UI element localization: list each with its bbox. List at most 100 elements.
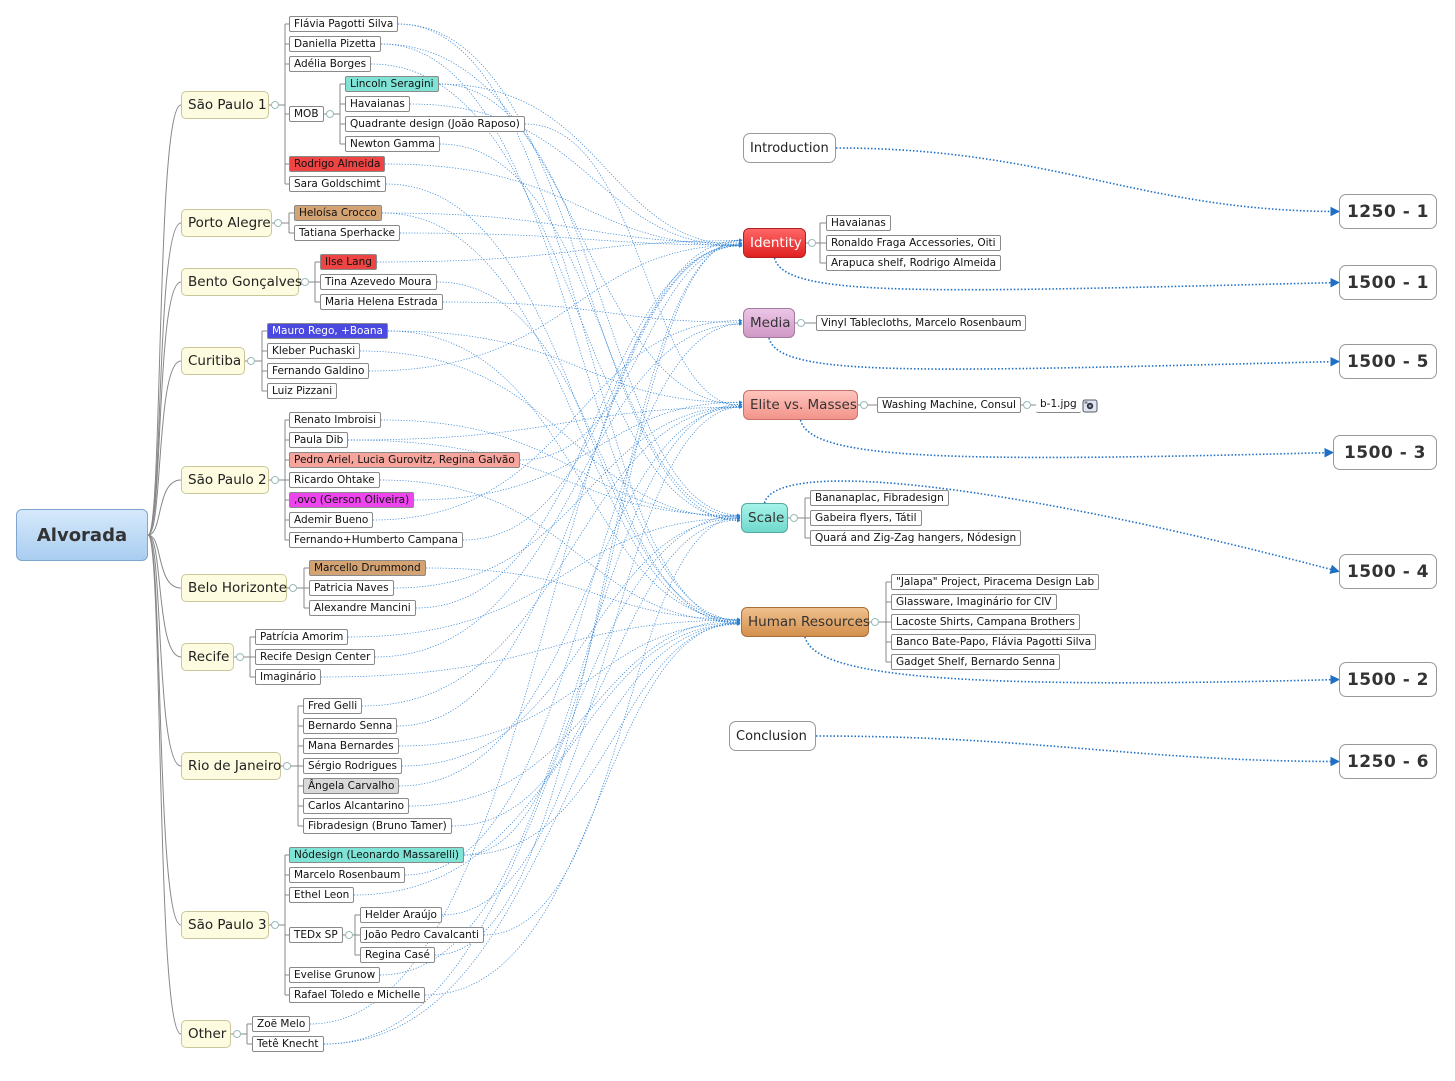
group-bento-goncalves[interactable]: Bento Gonçalves [181, 268, 299, 296]
leaf-joao-pedro-cavalcanti[interactable]: João Pedro Cavalcanti [360, 927, 484, 943]
leaf-pedro-ariel[interactable]: Pedro Ariel, Lucia Gurovitz, Regina Galv… [289, 452, 520, 468]
subgroup-tedx-sp[interactable]: TEDx SP [289, 927, 343, 943]
topic-introduction[interactable]: Introduction [743, 133, 836, 163]
hr-child-banco-bate-papo[interactable]: Banco Bate-Papo, Flávia Pagotti Silva [891, 634, 1096, 650]
leaf-evelise-grunow[interactable]: Evelise Grunow [289, 967, 380, 983]
leaf-helder-araujo[interactable]: Helder Araújo [360, 907, 442, 923]
collapse-toggle[interactable] [871, 618, 879, 626]
scale-child-gabeira-flyers[interactable]: Gabeira flyers, Tátil [810, 510, 922, 526]
group-sao-paulo-1[interactable]: São Paulo 1 [181, 91, 269, 119]
leaf-tina-azevedo-moura[interactable]: Tina Azevedo Moura [320, 274, 437, 290]
collapse-toggle[interactable] [236, 653, 244, 661]
media-child-vinyl-tablecloths[interactable]: Vinyl Tablecloths, Marcelo Rosenbaum [816, 315, 1026, 331]
identity-child-ronaldo-fraga[interactable]: Ronaldo Fraga Accessories, Oiti [826, 235, 1001, 251]
leaf-flavia-pagotti-silva[interactable]: Flávia Pagotti Silva [289, 16, 398, 32]
leaf-newton-gamma[interactable]: Newton Gamma [345, 136, 440, 152]
leaf-renato-imbroisi[interactable]: Renato Imbroisi [289, 412, 381, 428]
leaf-regina-case[interactable]: Regina Casé [360, 947, 435, 963]
collapse-toggle[interactable] [271, 921, 279, 929]
collapse-toggle[interactable] [271, 476, 279, 484]
topic-identity[interactable]: Identity [743, 228, 806, 258]
hr-child-gadget-shelf[interactable]: Gadget Shelf, Bernardo Senna [891, 654, 1060, 670]
leaf-maria-helena-estrada[interactable]: Maria Helena Estrada [320, 294, 443, 310]
elite-child-b1-jpg[interactable]: b-1.jpg [1036, 397, 1081, 413]
collapse-toggle[interactable] [345, 931, 353, 939]
leaf-lincoln-seragini[interactable]: Lincoln Seragini [345, 76, 439, 92]
topic-conclusion[interactable]: Conclusion [729, 721, 816, 751]
collapse-toggle[interactable] [860, 401, 868, 409]
leaf-sara-goldschimt[interactable]: Sara Goldschimt [289, 176, 386, 192]
leaf-patricia-naves[interactable]: Patricia Naves [309, 580, 394, 596]
leaf-marcello-drummond[interactable]: Marcello Drummond [309, 560, 426, 576]
leaf-daniella-pizetta[interactable]: Daniella Pizetta [289, 36, 381, 52]
leaf-angela-carvalho[interactable]: Ângela Carvalho [303, 778, 399, 794]
leaf-zoe-melo[interactable]: Zoë Melo [252, 1016, 310, 1032]
slide-1500-5[interactable]: 1500 - 5 [1339, 344, 1437, 379]
leaf-alexandre-mancini[interactable]: Alexandre Mancini [309, 600, 416, 616]
leaf-heloisa-crocco[interactable]: Heloísa Crocco [294, 205, 382, 221]
image-file-icon[interactable] [1082, 398, 1098, 412]
collapse-toggle[interactable] [790, 514, 798, 522]
group-sao-paulo-2[interactable]: São Paulo 2 [181, 466, 269, 494]
hr-child-lacoste-shirts[interactable]: Lacoste Shirts, Campana Brothers [891, 614, 1080, 630]
leaf-ricardo-ohtake[interactable]: Ricardo Ohtake [289, 472, 380, 488]
collapse-toggle[interactable] [301, 278, 309, 286]
leaf-campana[interactable]: Fernando+Humberto Campana [289, 532, 463, 548]
group-sao-paulo-3[interactable]: São Paulo 3 [181, 911, 269, 939]
leaf-bernardo-senna[interactable]: Bernardo Senna [303, 718, 397, 734]
collapse-toggle[interactable] [283, 762, 291, 770]
collapse-toggle[interactable] [274, 219, 282, 227]
collapse-toggle[interactable] [808, 239, 816, 247]
leaf-imaginario[interactable]: Imaginário [255, 669, 321, 685]
leaf-tatiana-sperhacke[interactable]: Tatiana Sperhacke [294, 225, 400, 241]
hr-child-glassware[interactable]: Glassware, Imaginário for CIV [891, 594, 1057, 610]
identity-child-arapuca-shelf[interactable]: Arapuca shelf, Rodrigo Almeida [826, 255, 1001, 271]
topic-scale[interactable]: Scale [741, 503, 788, 533]
leaf-fernando-galdino[interactable]: Fernando Galdino [267, 363, 369, 379]
group-other[interactable]: Other [181, 1020, 231, 1048]
slide-1250-1[interactable]: 1250 - 1 [1339, 194, 1437, 229]
group-rio-de-janeiro[interactable]: Rio de Janeiro [181, 752, 281, 780]
leaf-mauro-rego[interactable]: Mauro Rego, +Boana [267, 323, 388, 339]
topic-media[interactable]: Media [743, 308, 795, 338]
leaf-tete-knecht[interactable]: Tetê Knecht [252, 1036, 324, 1052]
slide-1500-4[interactable]: 1500 - 4 [1339, 554, 1437, 589]
leaf-adelia-borges[interactable]: Adélia Borges [289, 56, 371, 72]
hr-child-jalapa-project[interactable]: "Jalapa" Project, Piracema Design Lab [891, 574, 1099, 590]
group-recife[interactable]: Recife [181, 643, 234, 671]
subgroup-mob[interactable]: MOB [289, 106, 324, 122]
leaf-rodrigo-almeida[interactable]: Rodrigo Almeida [289, 156, 385, 172]
group-belo-horizonte[interactable]: Belo Horizonte [181, 574, 287, 602]
leaf-marcelo-rosenbaum[interactable]: Marcelo Rosenbaum [289, 867, 405, 883]
collapse-toggle[interactable] [1023, 401, 1031, 409]
topic-elite-vs-masses[interactable]: Elite vs. Masses [743, 390, 858, 420]
collapse-toggle[interactable] [233, 1030, 241, 1038]
leaf-havaianas[interactable]: Havaianas [345, 96, 410, 112]
leaf-quadrante-design[interactable]: Quadrante design (João Raposo) [345, 116, 525, 132]
leaf-ademir-bueno[interactable]: Ademir Bueno [289, 512, 373, 528]
leaf-sergio-rodrigues[interactable]: Sérgio Rodrigues [303, 758, 402, 774]
leaf-carlos-alcantarino[interactable]: Carlos Alcantarino [303, 798, 409, 814]
collapse-toggle[interactable] [271, 101, 279, 109]
group-curitiba[interactable]: Curitiba [181, 347, 245, 375]
leaf-fibradesign[interactable]: Fibradesign (Bruno Tamer) [303, 818, 452, 834]
elite-child-washing-machine[interactable]: Washing Machine, Consul [877, 397, 1021, 413]
leaf-luiz-pizzani[interactable]: Luiz Pizzani [267, 383, 337, 399]
leaf-fred-gelli[interactable]: Fred Gelli [303, 698, 362, 714]
collapse-toggle[interactable] [289, 584, 297, 592]
leaf-ethel-leon[interactable]: Ethel Leon [289, 887, 354, 903]
slide-1250-6[interactable]: 1250 - 6 [1339, 744, 1437, 779]
slide-1500-3[interactable]: 1500 - 3 [1333, 435, 1437, 470]
root-topic-alvorada[interactable]: Alvorada [16, 509, 148, 561]
leaf-mana-bernardes[interactable]: Mana Bernardes [303, 738, 399, 754]
leaf-rafael-toledo[interactable]: Rafael Toledo e Michelle [289, 987, 425, 1003]
leaf-ilse-lang[interactable]: Ilse Lang [320, 254, 377, 270]
leaf-ovo[interactable]: ,ovo (Gerson Oliveira) [289, 492, 414, 508]
scale-child-quara-hangers[interactable]: Quará and Zig-Zag hangers, Nódesign [810, 530, 1021, 546]
scale-child-bananaplac[interactable]: Bananaplac, Fibradesign [810, 490, 949, 506]
leaf-recife-design-center[interactable]: Recife Design Center [255, 649, 375, 665]
leaf-patricia-amorim[interactable]: Patrícia Amorim [255, 629, 348, 645]
leaf-nodesign[interactable]: Nódesign (Leonardo Massarelli) [289, 847, 464, 863]
collapse-toggle[interactable] [247, 357, 255, 365]
collapse-toggle[interactable] [326, 110, 334, 118]
